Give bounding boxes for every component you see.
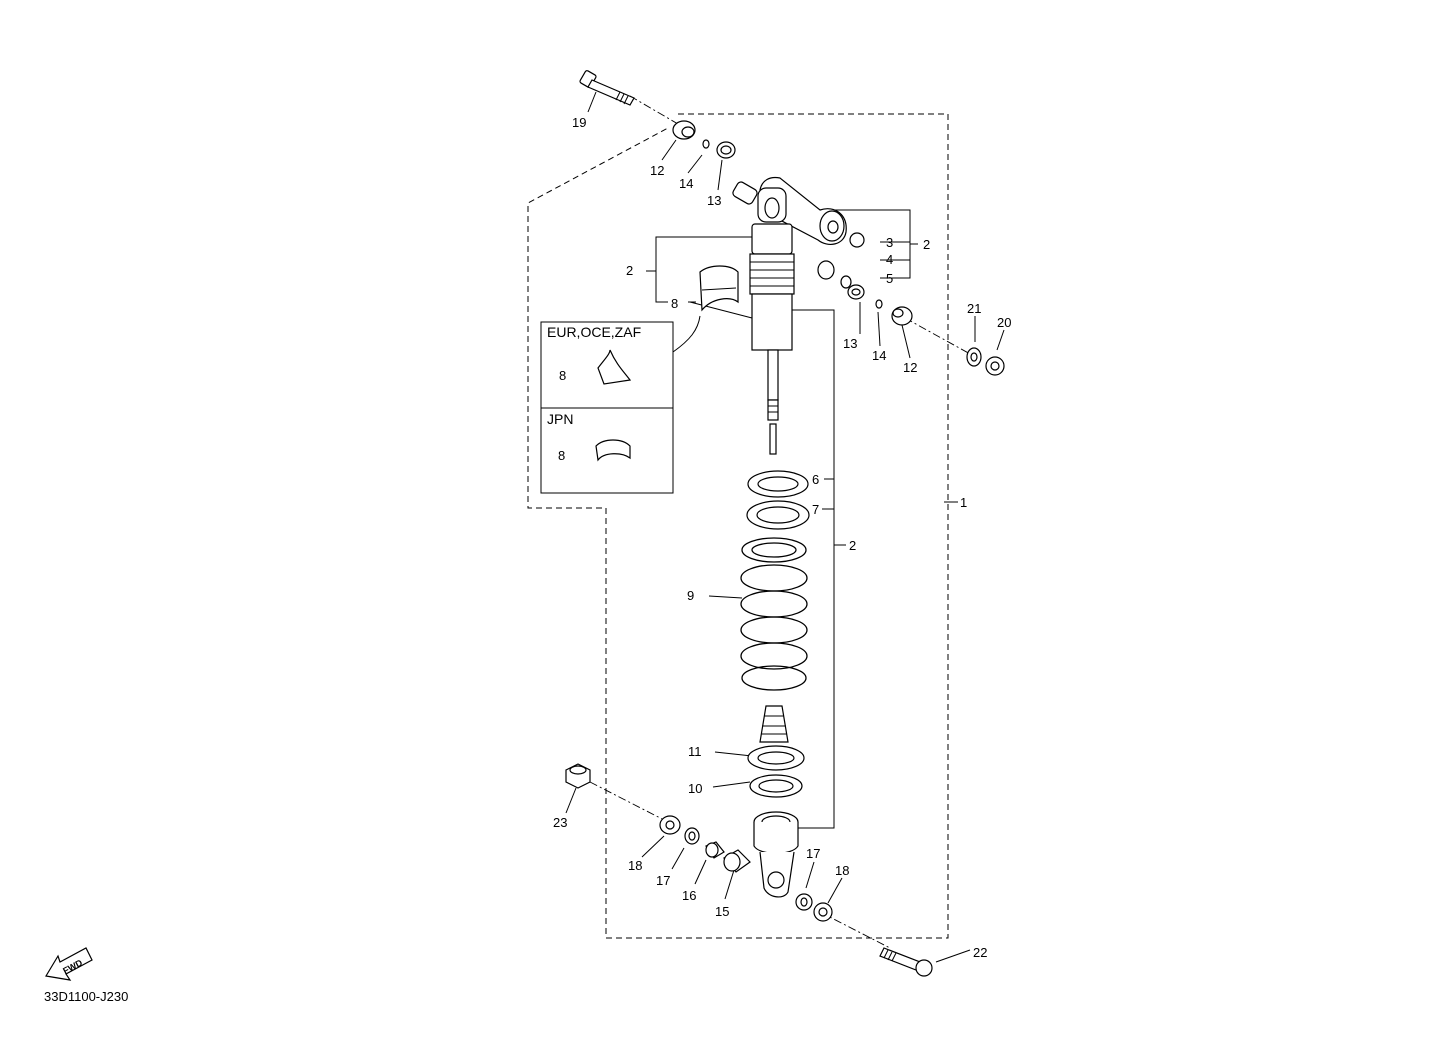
callout-11: 11 [688, 744, 702, 759]
callout-22: 22 [973, 945, 987, 960]
callout-4: 4 [886, 252, 893, 267]
callout-10: 10 [688, 781, 702, 796]
washer-21 [966, 347, 982, 367]
nut-20 [985, 356, 1005, 376]
shock-absorber-body [732, 176, 847, 455]
bolt-22 [879, 947, 933, 977]
collar-12-lower [891, 306, 913, 326]
top-mount-parts [579, 70, 1005, 376]
washer-18-right [813, 902, 833, 922]
lock-nuts [746, 470, 810, 530]
callout-12-top: 12 [650, 163, 664, 178]
callout-8-eur: 8 [559, 368, 566, 383]
collar-eur-shape [597, 349, 632, 385]
callout-2-left: 2 [626, 263, 633, 278]
o-ring-5 [840, 275, 852, 289]
callout-17-left: 17 [656, 873, 670, 888]
seal-13-top [716, 141, 736, 159]
callout-16: 16 [682, 888, 696, 903]
spring-9 [740, 537, 808, 691]
callout-7: 7 [812, 502, 819, 517]
callout-18-left: 18 [628, 858, 642, 873]
callout-1: 1 [960, 495, 967, 510]
bump-stop-and-seats [747, 705, 805, 798]
diagram-code: 33D1100-J230 [44, 989, 128, 1004]
callout-3: 3 [886, 235, 893, 250]
washer-18-left [659, 815, 681, 835]
callout-15: 15 [715, 904, 729, 919]
callout-20: 20 [997, 315, 1011, 330]
bearing-15 [723, 849, 751, 873]
collar-jpn-shape [595, 439, 631, 462]
callout-21: 21 [967, 301, 981, 316]
callout-labels: 19 12 14 13 3 2 4 5 2 8 13 14 12 21 20 8… [553, 115, 1011, 960]
callout-8-main: 8 [671, 296, 678, 311]
seal-17-right [795, 893, 813, 911]
axis-lines [589, 95, 973, 949]
region-detail-box: EUR,OCE,ZAF JPN [540, 315, 701, 494]
collar-16 [705, 841, 725, 859]
collar-12-top [672, 120, 696, 140]
seal-17-left [684, 827, 700, 845]
callout-5: 5 [886, 271, 893, 286]
leader-lines [565, 91, 1005, 963]
callout-2-top-right: 2 [923, 237, 930, 252]
nut-23 [565, 763, 591, 789]
collar-4 [817, 260, 835, 280]
callout-18-right: 18 [835, 863, 849, 878]
callout-23: 23 [553, 815, 567, 830]
o-ring-14-lower [875, 299, 883, 309]
callout-12-lower: 12 [903, 360, 917, 375]
callout-9: 9 [687, 588, 694, 603]
callout-14-top: 14 [679, 176, 693, 191]
seal-13-lower [847, 284, 865, 300]
callout-6: 6 [812, 472, 819, 487]
callout-14-lower: 14 [872, 348, 886, 363]
fwd-arrow-icon: FWD [45, 947, 93, 981]
callout-2-right: 2 [849, 538, 856, 553]
callout-8-jpn: 8 [558, 448, 565, 463]
callout-19: 19 [572, 115, 586, 130]
o-ring-14-top [702, 139, 710, 149]
region-eur-label: EUR,OCE,ZAF [547, 324, 641, 340]
bolt-19 [579, 70, 635, 106]
assembly-outline [527, 113, 949, 939]
bracket-lines [646, 209, 958, 829]
callout-13-top: 13 [707, 193, 721, 208]
collar-8 [699, 265, 739, 312]
adjuster-3 [849, 232, 865, 248]
lower-mount-parts [565, 763, 933, 977]
callout-17-right: 17 [806, 846, 820, 861]
lower-clevis [753, 811, 799, 898]
region-jpn-label: JPN [547, 411, 573, 427]
adjuster-parts [817, 232, 865, 289]
callout-13-lower: 13 [843, 336, 857, 351]
